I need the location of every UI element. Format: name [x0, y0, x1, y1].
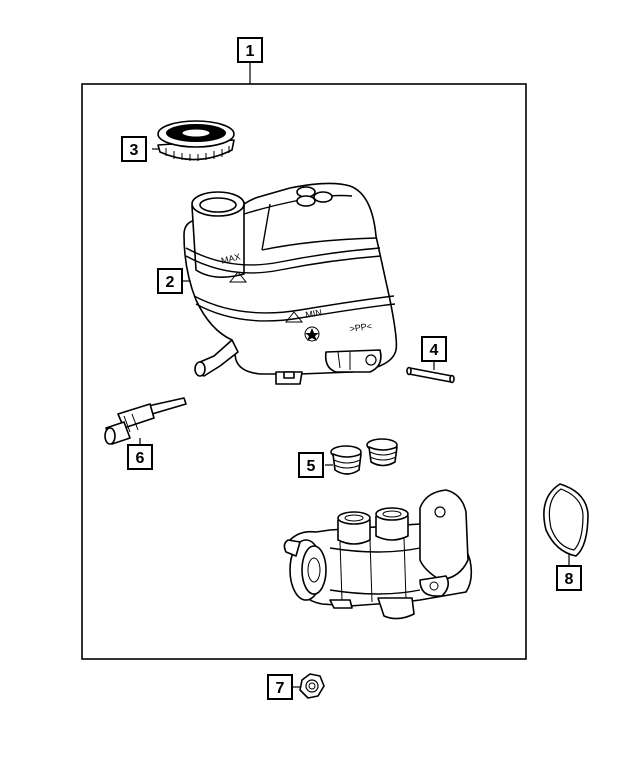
- roll-pin: [406, 366, 455, 384]
- callout-7[interactable]: 7: [267, 674, 293, 700]
- callout-7-label: 7: [276, 680, 285, 697]
- flange-nut: [299, 673, 325, 699]
- callout-2[interactable]: 2: [157, 268, 183, 294]
- callout-6[interactable]: 6: [127, 444, 153, 470]
- min-label: MIN: [305, 307, 323, 320]
- callout-8[interactable]: 8: [556, 565, 582, 591]
- callout-3-label: 3: [130, 142, 139, 159]
- callout-3[interactable]: 3: [121, 136, 147, 162]
- max-label: MAX: [220, 252, 241, 266]
- callout-8-label: 8: [565, 571, 574, 588]
- material-mark: >PP<: [349, 321, 373, 334]
- fluid-reservoir: MAX MIN >PP<: [183, 182, 398, 385]
- logo-pentastar-icon: [304, 326, 320, 342]
- callout-5-label: 5: [307, 458, 316, 475]
- reservoir-cap: [157, 120, 235, 161]
- callout-1[interactable]: 1: [237, 37, 263, 63]
- reservoir-grommets: [330, 438, 398, 475]
- callout-6-label: 6: [136, 450, 145, 467]
- callout-5[interactable]: 5: [298, 452, 324, 478]
- master-cylinder: [283, 489, 473, 620]
- callout-2-label: 2: [166, 274, 175, 291]
- callout-1-label: 1: [246, 43, 255, 60]
- assembly-frame: [81, 83, 527, 660]
- callout-4[interactable]: 4: [421, 336, 447, 362]
- fluid-level-sensor: [104, 397, 187, 445]
- callout-4-label: 4: [430, 342, 439, 359]
- o-ring-seal: [543, 483, 589, 557]
